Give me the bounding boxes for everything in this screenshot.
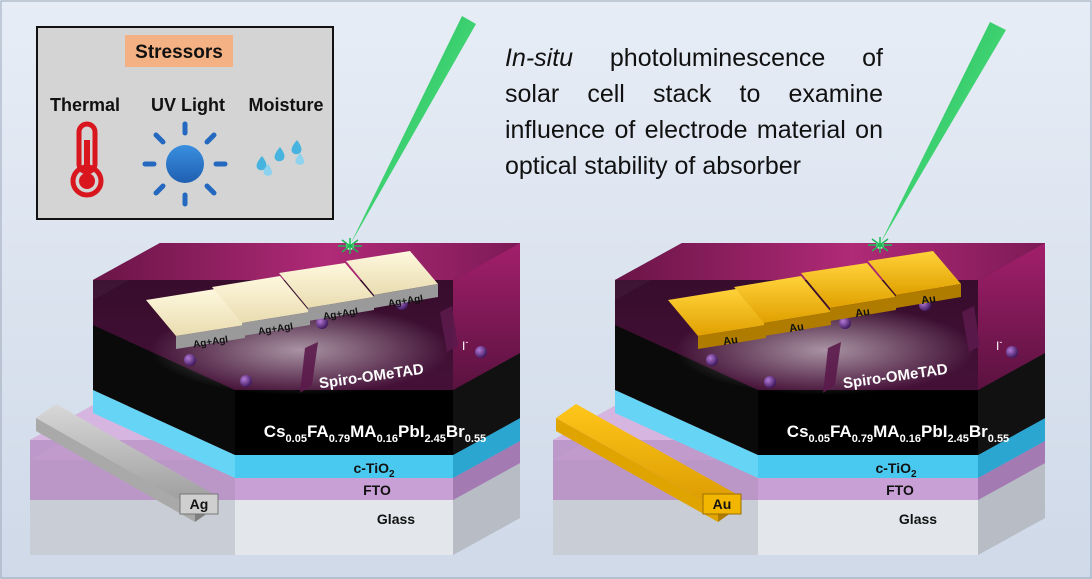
ion-label-right: I-: [996, 337, 1002, 353]
ion-label-left: I-: [462, 337, 468, 353]
electrode-contact-right-4: Au: [868, 251, 961, 308]
electrode-contact-left-1: Ag+AgI: [146, 289, 245, 351]
svg-text:Ag+AgI: Ag+AgI: [387, 293, 424, 309]
laser-beam-right: [880, 22, 1006, 244]
svg-text:Ag+AgI: Ag+AgI: [257, 321, 294, 337]
stressors-title-bg: [125, 35, 233, 67]
side-contact-right: Au: [556, 404, 742, 522]
tio2-label-left: c-TiO2: [353, 460, 395, 480]
caption-italic: In-situ: [505, 44, 574, 72]
sun-icon: [142, 121, 228, 207]
side-contact-left: Ag: [36, 404, 219, 522]
svg-text:Au: Au: [854, 306, 870, 320]
svg-text:Ag+AgI: Ag+AgI: [322, 306, 359, 322]
stressor-label-uv: UV Light: [151, 95, 225, 115]
electrode-contact-right-3: Au: [801, 263, 896, 321]
electrode-contact-left-2: Ag+AgI: [212, 276, 310, 338]
figure-caption: In-situ photoluminescence of solar cell …: [505, 40, 883, 184]
stressors-title: Stressors: [135, 42, 223, 63]
stressor-label-moisture: Moisture: [248, 95, 323, 115]
caption-text: photoluminescence of solar cell stack to…: [505, 44, 883, 180]
side-contact-label-right: Au: [713, 496, 732, 512]
svg-text:Au: Au: [788, 321, 804, 335]
glass-front-left: [235, 500, 453, 555]
electrode-contacts-right: Au Au Au Au: [668, 251, 961, 349]
device-left: Glass FTO Ag c-TiO2 Cs0.05FA0.79MA0.16Pb…: [30, 238, 520, 555]
water-droplets-icon: [256, 140, 304, 176]
stressors-box: Stressors Thermal UV Light Moisture: [36, 26, 334, 220]
perovskite-formula-right: Cs0.05FA0.79MA0.16PbI2.45Br0.55: [787, 422, 1009, 445]
glass-label-right: Glass: [899, 511, 937, 527]
device-right: Glass FTO Au c-TiO2 Cs0.05FA0.79MA0.16Pb…: [553, 237, 1045, 555]
tio2-layer-right-front: [758, 455, 978, 478]
stressor-label-thermal: Thermal: [50, 95, 120, 115]
tio2-label-right: c-TiO2: [875, 460, 917, 480]
svg-text:Au: Au: [920, 293, 936, 307]
fto-label-right: FTO: [886, 482, 914, 498]
tio2-layer-left-front: [235, 455, 453, 478]
iodide-ions-right: I-: [706, 299, 1018, 393]
glass-label-left: Glass: [377, 511, 415, 527]
electrode-contact-right-2: Au: [734, 276, 831, 336]
svg-text:Au: Au: [722, 334, 738, 348]
svg-text:Ag+AgI: Ag+AgI: [192, 334, 229, 350]
laser-spot-right: [868, 237, 892, 253]
fto-label-left: FTO: [363, 482, 391, 498]
laser-spot-left: [338, 238, 362, 254]
perovskite-formula-left: Cs0.05FA0.79MA0.16PbI2.45Br0.55: [264, 422, 486, 445]
side-contact-label-left: Ag: [190, 496, 209, 512]
thermometer-icon: [70, 121, 104, 198]
electrode-contact-right-1: Au: [668, 289, 766, 349]
electrode-contacts-left: Ag+AgI Ag+AgI Ag+AgI Ag+AgI: [146, 251, 438, 351]
laser-beam-left: [350, 16, 476, 245]
electrode-contact-left-3: Ag+AgI: [279, 263, 374, 323]
electrode-contact-left-4: Ag+AgI: [346, 251, 438, 310]
